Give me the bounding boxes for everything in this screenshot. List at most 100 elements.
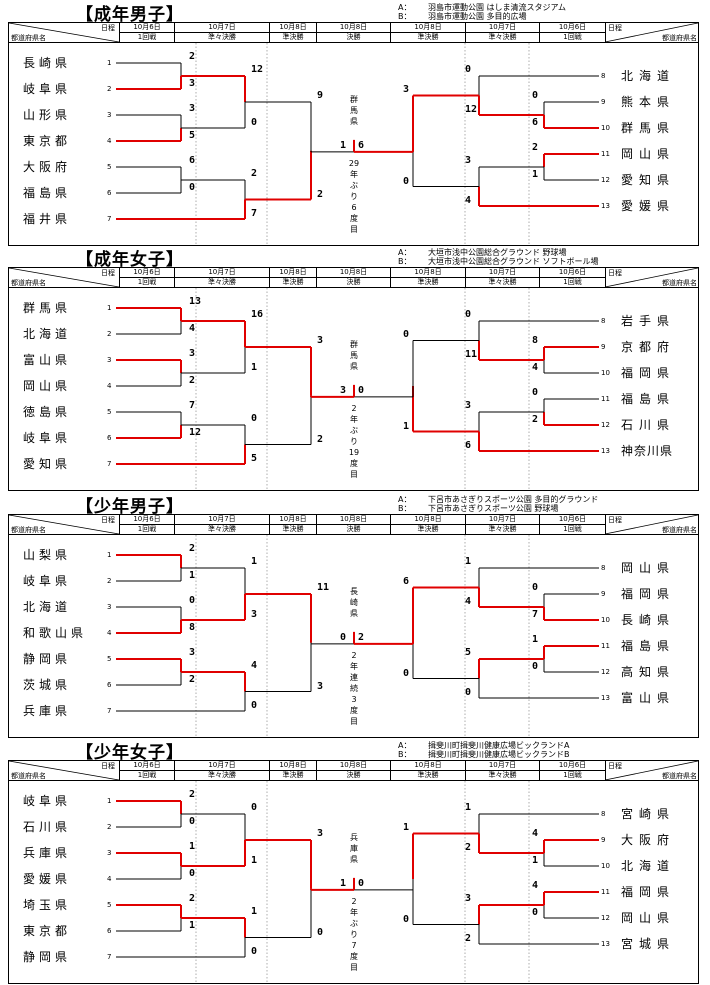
team-seed-right: 13 [601, 940, 610, 948]
round-name: 1回戦 [563, 33, 582, 41]
round-date: 10月7日 [175, 268, 269, 278]
team-seed-right: 9 [601, 836, 606, 844]
score-sf: 0 [317, 926, 324, 938]
score-final-left: 3 [340, 384, 347, 396]
team-seed-right: 11 [601, 395, 610, 403]
round-header: 10月7日準々決勝 [465, 23, 539, 42]
section-title: 【成年男子】 [76, 5, 184, 25]
round-header: 10月7日準々決勝 [465, 515, 539, 534]
venue-a-name: 大垣市浅中公園総合グラウンド 野球場 [428, 248, 567, 257]
section-title: 【成年女子】 [76, 250, 184, 270]
score-r1: 7 [189, 400, 196, 411]
venue-a: A： 大垣市浅中公園総合グラウンド 野球場 [398, 247, 567, 258]
schedule-label-right: 日程 [608, 269, 622, 277]
team-seed-left: 6 [107, 927, 112, 935]
pref-label: 都道府県名 [11, 34, 46, 42]
team-name-left: 徳島県 [23, 405, 72, 419]
team-name-left: 埼玉県 [23, 898, 72, 912]
team-name-left: 石川県 [23, 820, 72, 834]
score-sf-right: 3 [403, 83, 410, 95]
round-date: 10月7日 [466, 268, 539, 278]
score-r1-right: 8 [532, 335, 539, 346]
team-name-left: 兵庫県 [23, 704, 72, 718]
score-qf-right: 4 [465, 195, 472, 206]
team-name-left: 群馬県 [23, 301, 72, 315]
team-seed-left: 2 [107, 823, 112, 831]
score-r1: 2 [189, 674, 196, 685]
score-sf-right: 0 [403, 913, 410, 925]
round-name: 準々決勝 [488, 278, 517, 286]
round-name: 準決勝 [282, 33, 304, 41]
score-sf: 2 [317, 433, 324, 445]
score-r1-right: 4 [532, 828, 539, 839]
team-seed-right: 12 [601, 421, 610, 429]
venue-a-key: A： [398, 248, 412, 257]
team-name-right: 岡山県 [621, 911, 676, 925]
team-seed-left: 7 [107, 460, 112, 468]
score-r1: 2 [189, 543, 196, 554]
score-r1: 0 [189, 595, 196, 606]
venue-b: B：下呂市あさぎりスポーツ公園 野球場 [398, 503, 558, 514]
bracket-lines [116, 288, 599, 490]
bracket-lines [116, 43, 599, 245]
team-seed-right: 10 [601, 616, 610, 624]
header-diagonal-line [605, 23, 698, 42]
round-date: 10月6日 [540, 515, 605, 525]
team-name-right: 福岡県 [621, 885, 676, 899]
score-qf: 1 [251, 362, 258, 373]
venue-b-name: 大垣市浅中公園総合グラウンド ソフトボール場 [428, 257, 599, 266]
team-name-right: 北海道 [621, 69, 676, 83]
header-diagonal-line [9, 268, 119, 287]
score-sf: 11 [317, 582, 330, 593]
venue-b-name: 揖斐川町揖斐川健康広場ビックランドB [428, 750, 570, 759]
team-seed-right: 8 [601, 564, 606, 572]
team-seed-right: 8 [601, 317, 606, 325]
round-name: 決勝 [346, 33, 361, 41]
score-r1: 0 [189, 868, 196, 879]
round-header: 10月7日準々決勝 [174, 515, 269, 534]
score-final-right: 6 [358, 139, 365, 151]
venue-a-key: A： [398, 3, 412, 12]
score-r1-right: 0 [532, 661, 539, 672]
team-name-right: 岡山県 [621, 561, 676, 575]
round-name: 準々決勝 [488, 525, 517, 533]
header-diagonal-line [9, 23, 119, 42]
score-sf: 2 [317, 188, 324, 200]
round-date: 10月8日 [317, 761, 390, 771]
team-name-left: 和歌山県 [23, 626, 88, 640]
team-seed-left: 2 [107, 577, 112, 585]
venue-a: A：揖斐川町揖斐川健康広場ビックランドA [398, 740, 569, 751]
team-seed-left: 7 [107, 707, 112, 715]
score-final-left: 1 [340, 877, 347, 889]
team-name-left: 岐阜県 [23, 574, 72, 588]
round-name: 決勝 [346, 525, 361, 533]
team-seed-left: 2 [107, 85, 112, 93]
round-name: 決勝 [346, 278, 361, 286]
team-seed-right: 8 [601, 72, 606, 80]
score-qf: 0 [251, 413, 258, 424]
score-r1: 13 [189, 296, 202, 307]
score-sf-right: 1 [403, 420, 410, 432]
team-seed-right: 10 [601, 369, 610, 377]
score-r1-right: 1 [532, 855, 539, 866]
round-name: 1回戦 [563, 771, 582, 779]
team-seed-right: 11 [601, 888, 610, 896]
header-diagonal [9, 515, 119, 534]
round-name: 1回戦 [137, 525, 157, 533]
team-seed-left: 3 [107, 603, 112, 611]
round-header: 10月8日準決勝 [269, 23, 316, 42]
pref-label-right: 都道府県名 [662, 772, 697, 780]
round-date: 10月6日 [120, 23, 174, 33]
score-final-left: 0 [340, 631, 347, 643]
score-sf: 3 [317, 680, 324, 692]
score-sf-right: 0 [403, 667, 410, 679]
score-qf-right: 4 [465, 596, 472, 607]
team-seed-right: 12 [601, 668, 610, 676]
team-seed-left: 1 [107, 551, 112, 559]
score-qf-right: 2 [465, 842, 472, 853]
round-header: 10月8日準決勝 [269, 761, 316, 780]
